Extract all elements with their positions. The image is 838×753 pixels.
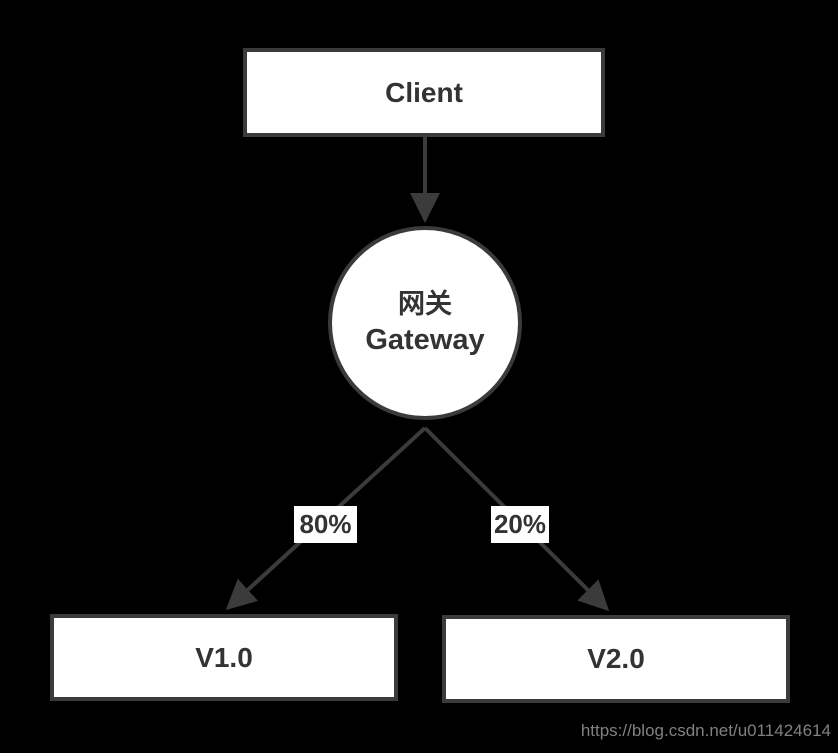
client-node-label: Client <box>385 76 463 108</box>
v1-node: V1.0 <box>50 614 398 701</box>
edge-label-20-percent: 20% <box>491 506 549 543</box>
gateway-node-label-en: Gateway <box>365 323 485 356</box>
edge-label-20-percent-text: 20% <box>493 509 547 539</box>
v2-node: V2.0 <box>442 615 790 703</box>
gateway-node-label-zh: 网关 <box>398 289 452 319</box>
edge-label-80-percent: 80% <box>294 506 357 543</box>
edge-label-80-percent-text: 80% <box>299 509 352 539</box>
watermark-link: https://blog.csdn.net/u011424614 <box>580 721 831 740</box>
gateway-node: 网关 Gateway <box>328 226 522 420</box>
v2-node-label: V2.0 <box>587 643 645 674</box>
client-node: Client <box>243 48 605 137</box>
v1-node-label: V1.0 <box>195 641 253 673</box>
